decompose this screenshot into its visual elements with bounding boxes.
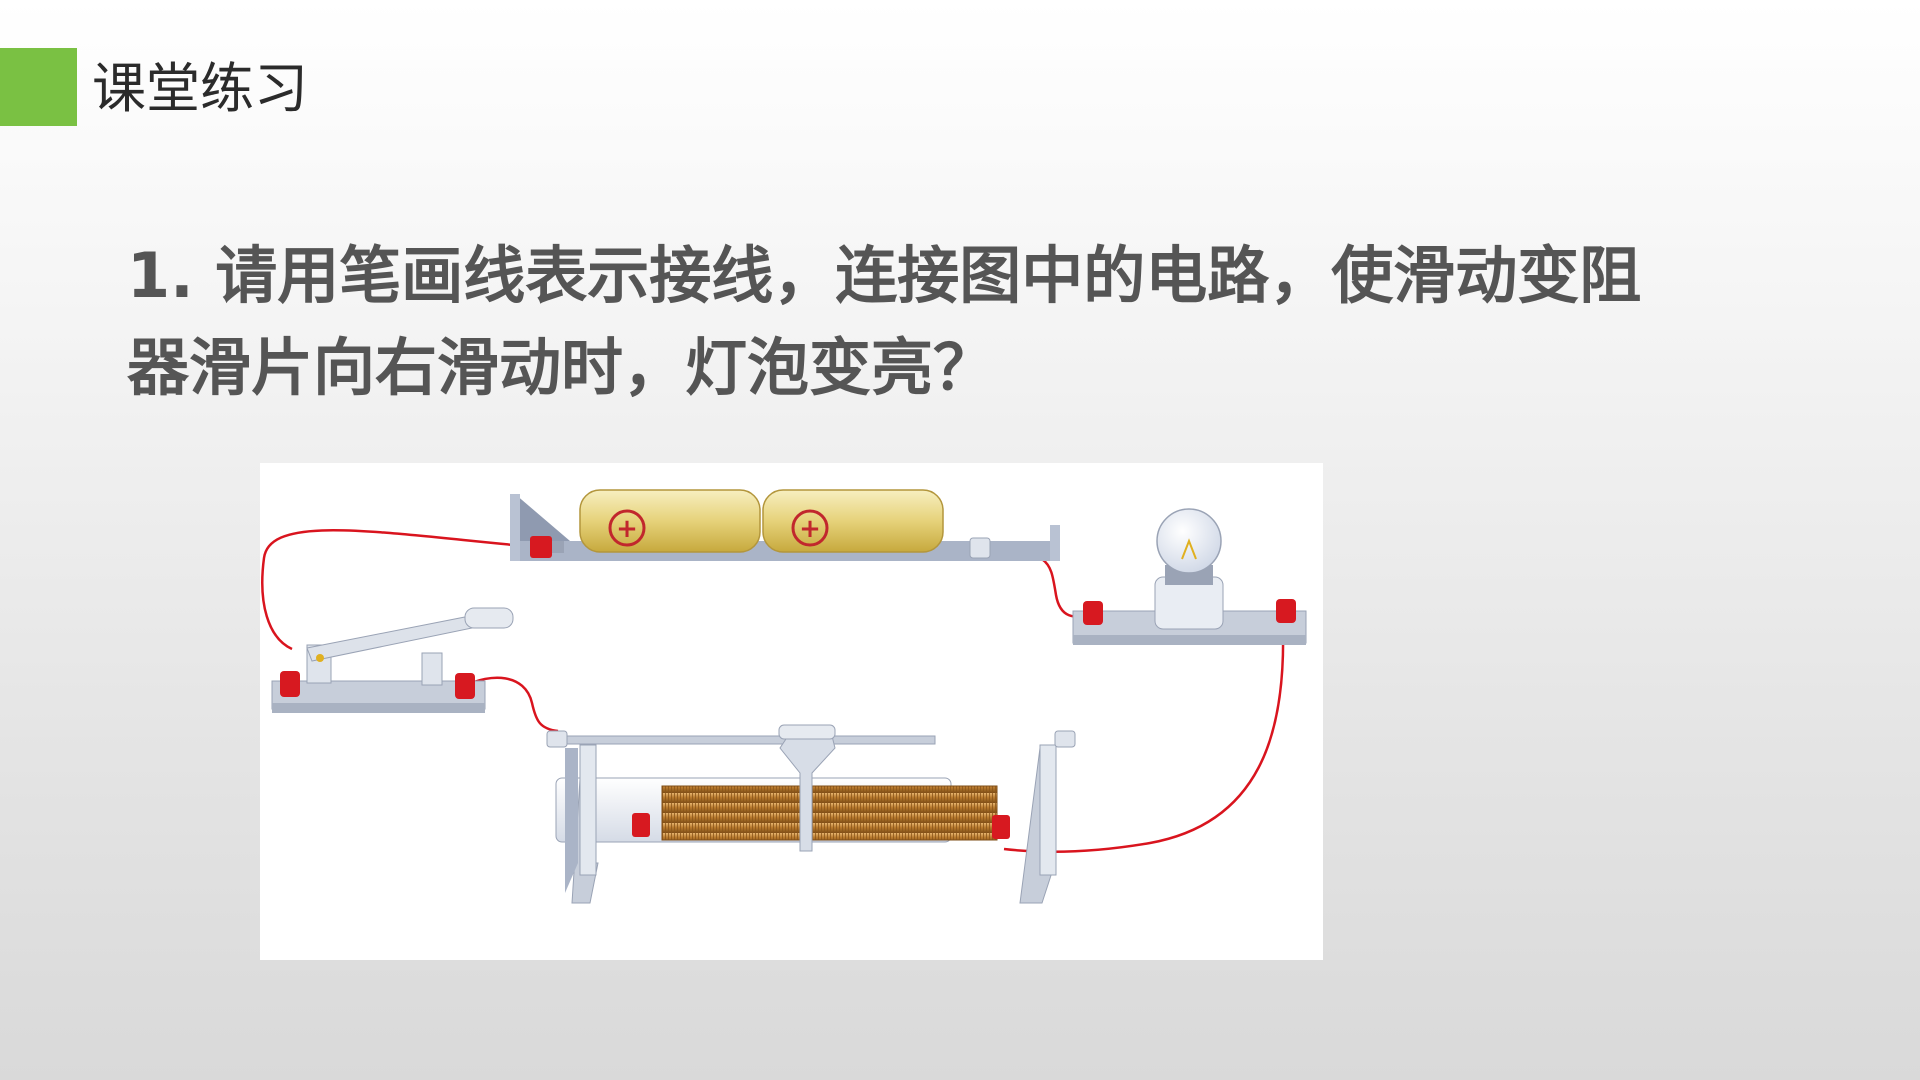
rheostat-top-left-terminal <box>546 730 568 748</box>
sliding-rheostat <box>546 724 1076 904</box>
knife-switch <box>271 607 514 713</box>
battery-pack: + + <box>510 489 1060 561</box>
wire-battery-to-switch <box>261 529 536 651</box>
wire-switch-to-rheostat <box>464 676 559 733</box>
circuit-figure: + + <box>260 463 1323 960</box>
lamp-left-terminal <box>1083 601 1103 625</box>
light-bulb <box>1072 508 1307 645</box>
circuit-diagram: + + <box>261 489 1307 904</box>
svg-text:+: + <box>799 514 821 544</box>
rheostat-bottom-right-terminal <box>992 815 1010 839</box>
svg-text:+: + <box>616 514 638 544</box>
section-accent-bar <box>0 48 77 126</box>
question-line-2: 器滑片向右滑动时，灯泡变亮？ <box>127 331 996 404</box>
question-line-1: 1. 请用笔画线表示接线，连接图中的电路，使滑动变阻 <box>127 239 1642 312</box>
rheostat-bottom-left-terminal <box>632 813 650 837</box>
lamp-right-terminal <box>1276 599 1296 623</box>
question-text: 1. 请用笔画线表示接线，连接图中的电路，使滑动变阻 器滑片向右滑动时，灯泡变亮… <box>127 230 1767 414</box>
switch-left-terminal <box>280 671 300 697</box>
battery-right-terminal <box>969 537 991 559</box>
switch-right-terminal <box>455 673 475 699</box>
section-title: 课堂练习 <box>92 57 308 120</box>
battery-left-terminal <box>530 536 552 558</box>
rheostat-top-right-terminal <box>1054 730 1076 748</box>
